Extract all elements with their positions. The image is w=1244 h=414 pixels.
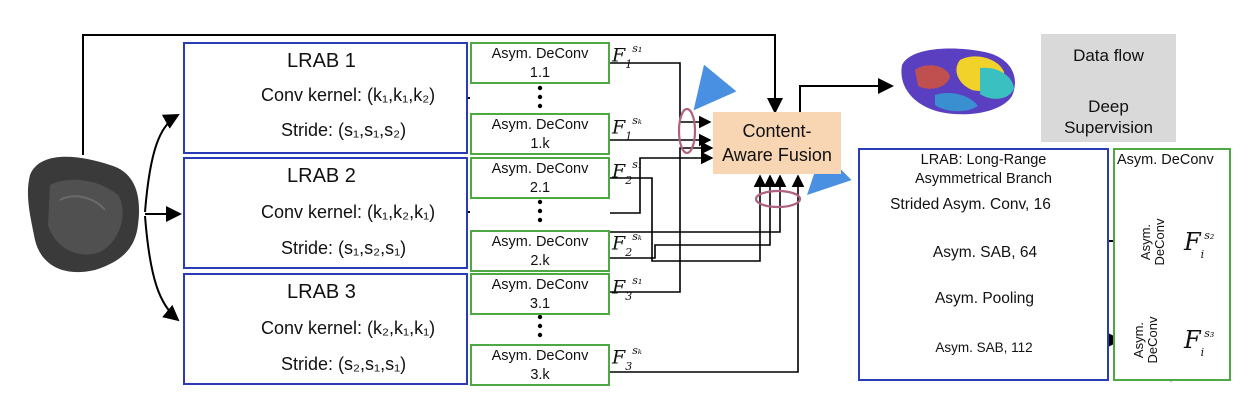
deconv-detail-title: Asym. DeConv — [1117, 152, 1214, 168]
feature-symbol: F1s₁ — [612, 42, 643, 72]
detail-title-1: LRAB: Long-Range — [920, 152, 1047, 168]
detail-title-2: Asymmetrical Branch — [915, 171, 1052, 187]
deconv-output-symbol-2: Fis₃ — [1184, 326, 1215, 359]
feature-symbol: F2sₖ — [612, 230, 642, 260]
deconv-detail-panel — [1113, 148, 1231, 381]
lrab-stride: Stride: (s₂,s₁,s₁) — [281, 354, 407, 374]
deconv-index: 3.k — [530, 367, 550, 383]
trapezoid-label-1: Asym.DeConv — [1138, 218, 1167, 266]
lrab-stride: Stride: (s₁,s₁,s₂) — [281, 120, 407, 140]
legend-data-flow-label: Data flow — [1073, 46, 1144, 65]
sab-112-label: Asym. SAB, 112 — [935, 340, 1033, 355]
content-aware-fusion: Content- Aware Fusion — [713, 112, 841, 174]
deconv-block-2-1: Asym. DeConv 2.1 — [470, 157, 610, 199]
deconv-block-2-k: Asym. DeConv 2.k — [470, 230, 610, 272]
ellipsis-dots — [537, 85, 543, 338]
lrab-title: LRAB 1 — [287, 50, 356, 72]
feature-symbol: F3s₁ — [612, 274, 643, 304]
deconv-block-1-1: Asym. DeConv 1.1 — [470, 42, 610, 84]
supervision-ellipse-bottom — [754, 189, 802, 209]
fusion-line-1: Content- — [742, 121, 812, 141]
deep-supervision-arrow-top — [693, 64, 737, 111]
deconv-block-3-1: Asym. DeConv 3.1 — [470, 273, 610, 315]
feature-symbol: F1sₖ — [612, 114, 642, 144]
deconv-index: 1.k — [530, 136, 550, 152]
deconv-block-3-k: Asym. DeConv 3.k — [470, 344, 610, 386]
trapezoid-label-2: Asym.DeConv — [1131, 316, 1160, 364]
legend-deep-label-2: Supervision — [1064, 118, 1153, 137]
deconv-index: 2.k — [530, 253, 550, 269]
lrab-kernel: Conv kernel: (k₁,k₁,k₂) — [261, 85, 436, 105]
fusion-line-2: Aware Fusion — [722, 145, 832, 165]
fusion-input-lines — [610, 62, 805, 373]
segmentation-result-image — [901, 48, 1015, 115]
branch-arrow-1 — [144, 114, 180, 213]
fusion-output-arrow — [799, 78, 894, 112]
deconv-name: Asym. DeConv — [491, 117, 589, 133]
lrab-title: LRAB 2 — [287, 165, 356, 187]
deconv-output-symbol-1: Fis₂ — [1184, 228, 1215, 261]
pooling-label: Asym. Pooling — [934, 290, 1035, 307]
feature-symbol: F3sₖ — [612, 344, 642, 374]
deconv-block-1-k: Asym. DeConv 1.k — [470, 113, 610, 155]
lrab-kernel: Conv kernel: (k₂,k₁,k₁) — [261, 318, 436, 338]
branch-arrow-3 — [144, 215, 180, 322]
feature-symbol: F2s₁ — [612, 158, 643, 188]
deconv-name: Asym. DeConv — [491, 277, 589, 293]
lrab-kernel: Conv kernel: (k₁,k₂,k₁) — [261, 202, 436, 222]
lrab-block-1: LRAB 1 Conv kernel: (k₁,k₁,k₂) Stride: (… — [183, 42, 468, 154]
input-skip-arrow — [82, 34, 783, 155]
deconv-name: Asym. DeConv — [491, 234, 589, 250]
lrab-stride: Stride: (s₁,s₂,s₁) — [281, 238, 407, 258]
deconv-name: Asym. DeConv — [491, 348, 589, 364]
input-volume-image — [27, 156, 140, 273]
sab-64-label: Asym. SAB, 64 — [932, 244, 1038, 261]
lrab-title: LRAB 3 — [287, 281, 356, 303]
deconv-name: Asym. DeConv — [491, 161, 589, 177]
deep-supervision-arrow-bottom — [807, 150, 852, 195]
lrab-block-3: LRAB 3 Conv kernel: (k₂,k₁,k₁) Stride: (… — [183, 273, 468, 385]
deconv-index: 3.1 — [529, 296, 551, 312]
supervision-ellipse-top — [677, 107, 697, 155]
deconv-index: 2.1 — [529, 180, 551, 196]
deconv-name: Asym. DeConv — [491, 46, 589, 62]
deconv-index: 1.1 — [529, 65, 551, 81]
legend-deep-label-1: Deep — [1088, 97, 1129, 116]
legend-box — [1041, 34, 1176, 142]
strided-conv-label: Strided Asym. Conv, 16 — [890, 196, 1051, 213]
lrab-block-2: LRAB 2 Conv kernel: (k₁,k₂,k₁) Stride: (… — [183, 157, 468, 269]
lrab-detail-panel — [858, 148, 1109, 381]
